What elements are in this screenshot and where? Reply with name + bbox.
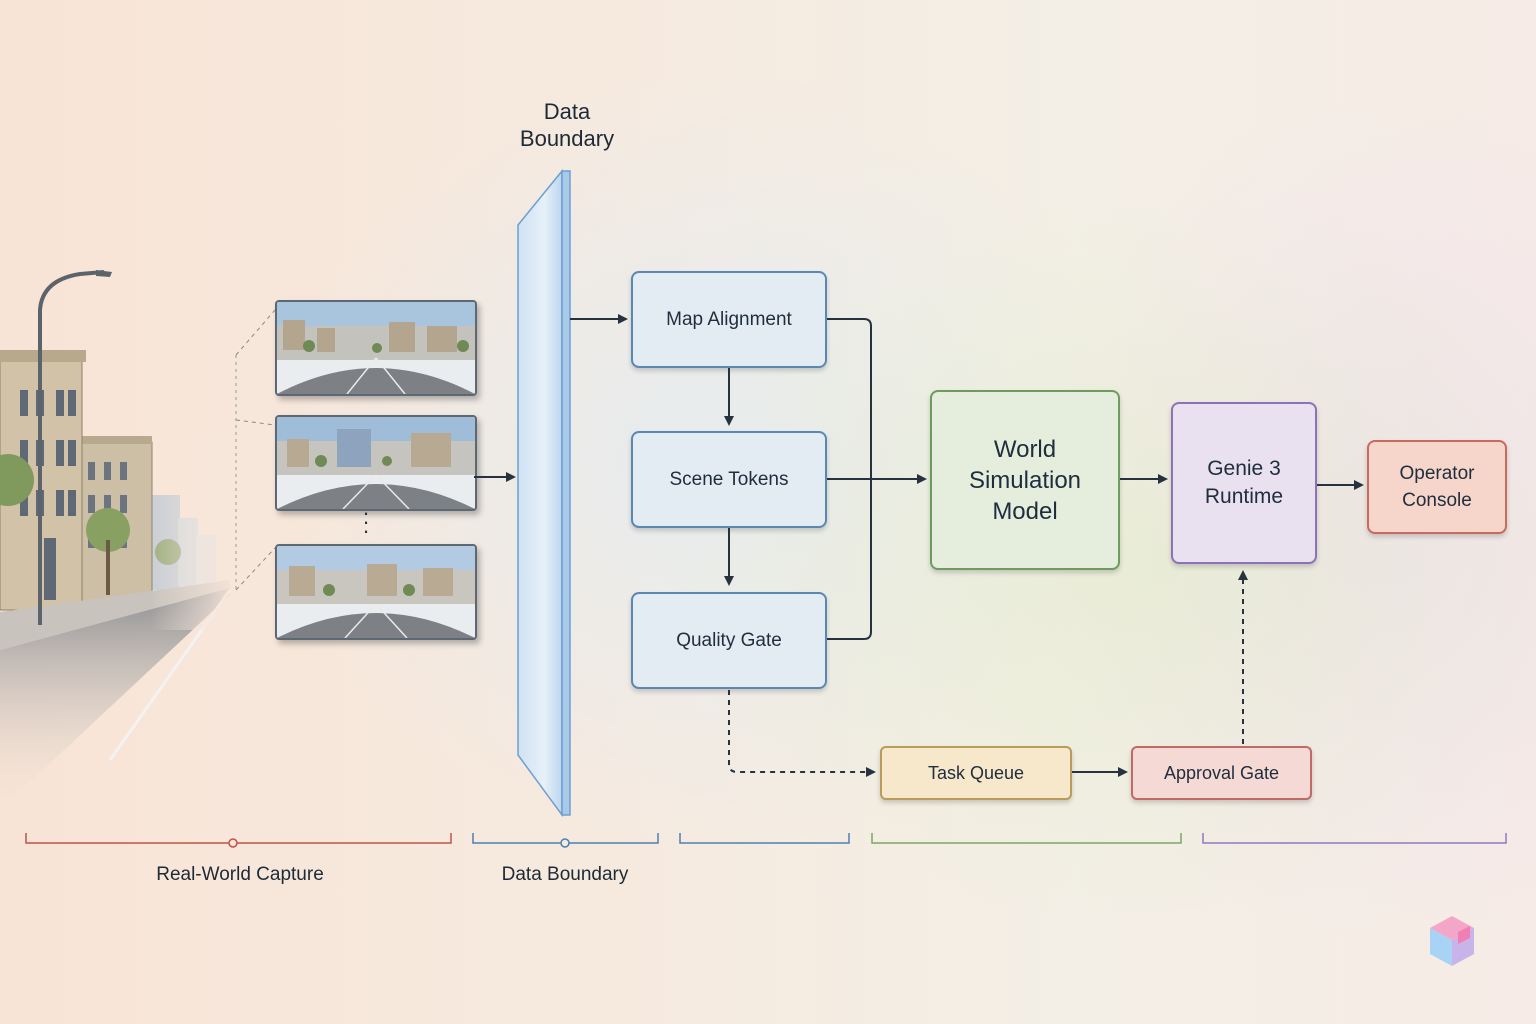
genie-runtime-line-2: Runtime — [1204, 485, 1284, 508]
world-simulation-model-box: World Simulation Model — [930, 390, 1120, 570]
map-alignment-label: Map Alignment — [666, 308, 792, 330]
data-boundary-title-line-2: Boundary — [519, 126, 615, 151]
world-model-line-2: Simulation — [968, 466, 1082, 494]
scene-tokens-label: Scene Tokens — [669, 468, 789, 490]
section-label-data-boundary: Data Boundary — [501, 864, 629, 885]
operator-console-line-2: Console — [1402, 490, 1472, 511]
task-queue-label: Task Queue — [927, 762, 1025, 783]
panorama-thumbnail-2 — [275, 415, 477, 511]
quality-gate-label: Quality Gate — [676, 629, 782, 651]
more-panoramas-ellipsis: ··· — [362, 500, 370, 543]
data-boundary-glass-panel — [517, 168, 571, 818]
operator-console-box: Operator Console — [1367, 440, 1507, 534]
data-boundary-title-line-1: Data — [543, 99, 591, 124]
map-alignment-box: Map Alignment — [631, 271, 827, 368]
genie-runtime-line-1: Genie 3 — [1207, 457, 1281, 480]
approval-gate-label: Approval Gate — [1163, 762, 1280, 783]
section-label-real-world-capture: Real-World Capture — [156, 864, 324, 885]
world-model-line-1: World — [993, 435, 1057, 463]
genie-3-runtime-box: Genie 3 Runtime — [1171, 402, 1317, 564]
data-boundary-title: Data Boundary — [505, 98, 629, 152]
operator-console-line-1: Operator — [1399, 463, 1475, 484]
approval-gate-box: Approval Gate — [1131, 746, 1312, 800]
task-queue-box: Task Queue — [880, 746, 1072, 800]
world-model-line-3: Model — [992, 497, 1058, 525]
scene-tokens-box: Scene Tokens — [631, 431, 827, 528]
street-scene-illustration — [0, 270, 240, 810]
cube-logo-icon — [1430, 916, 1474, 966]
quality-gate-box: Quality Gate — [631, 592, 827, 689]
panorama-thumbnail-1 — [275, 300, 477, 396]
panorama-thumbnail-3 — [275, 544, 477, 640]
